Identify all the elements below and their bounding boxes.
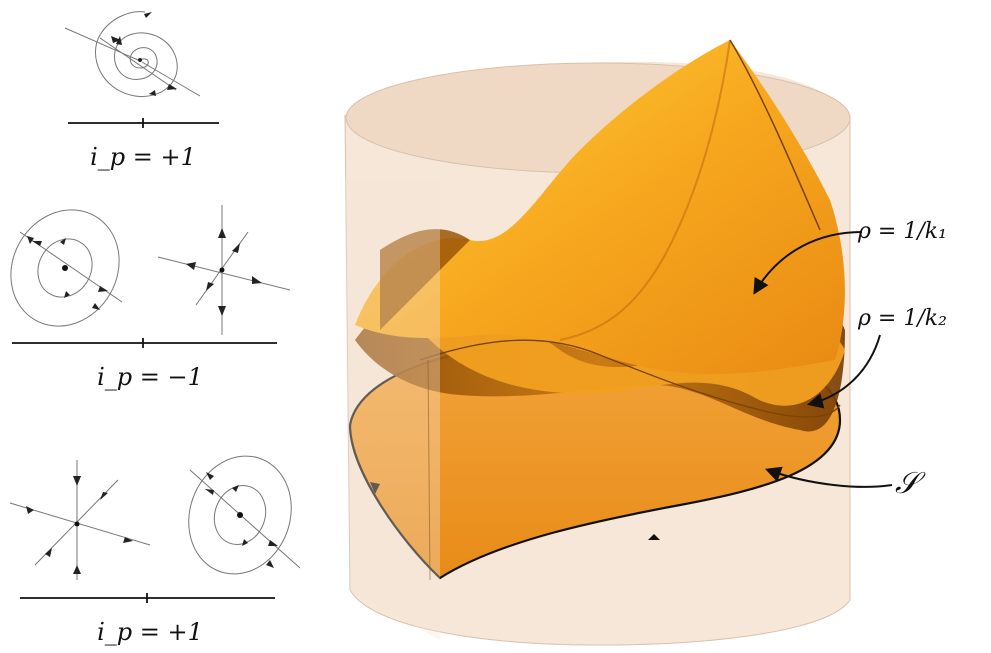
saddle-portrait <box>157 205 291 335</box>
label-k1: ρ = 1/k₁ <box>857 219 947 244</box>
cylinder-front <box>344 114 851 646</box>
spiral-focus-portrait <box>64 11 201 98</box>
star-node-portrait <box>9 460 151 580</box>
label-k2: ρ = 1/k₂ <box>857 306 947 331</box>
index-label-bottom: i_p = +1 <box>97 618 203 646</box>
center-portrait <box>10 209 123 327</box>
arrow-k2 <box>806 334 881 409</box>
arrow-s <box>764 466 893 488</box>
index-label-top: i_p = +1 <box>90 143 196 171</box>
label-s: 𝒮 <box>895 466 926 501</box>
center-portrait-bottom <box>188 455 301 575</box>
arrow-k1 <box>753 231 863 295</box>
index-label-middle: i_p = −1 <box>97 363 203 391</box>
surface-k1 <box>355 39 845 418</box>
